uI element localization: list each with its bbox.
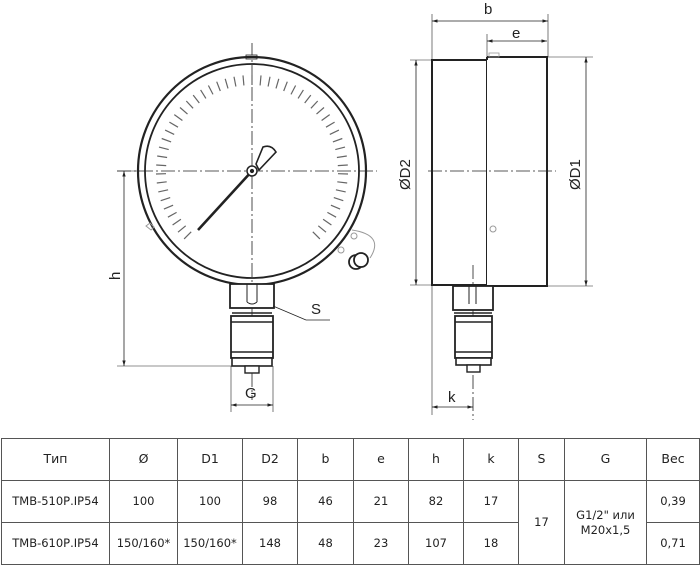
dim-label-h: h (107, 272, 124, 280)
scale-ticks (155, 75, 349, 240)
g-line-2: M20x1,5 (580, 522, 631, 537)
cell-g-merged: G1/2" или M20x1,5 (564, 480, 647, 565)
dim-label-d2: ØD2 (397, 159, 414, 190)
cell-h: 107 (408, 522, 464, 565)
dim-label-k: k (448, 389, 456, 406)
table-row: ТМВ-610Р.IP54 150/160* 150/160* 148 48 2… (1, 522, 700, 565)
cell-b: 48 (297, 522, 354, 565)
header-weight: Вес (646, 438, 700, 481)
cell-d1: 150/160* (177, 522, 243, 565)
cell-weight: 0,39 (646, 480, 700, 523)
dim-label-b: b (484, 1, 492, 18)
gauge-inner-ring (144, 63, 360, 279)
g-line-1: G1/2" или (576, 507, 635, 522)
dim-label-e: e (512, 25, 520, 42)
cell-d2: 98 (242, 480, 298, 523)
header-d2: D2 (242, 438, 298, 481)
header-d1: D1 (177, 438, 243, 481)
cell-e: 23 (353, 522, 409, 565)
header-s: S (518, 438, 565, 481)
needle (197, 170, 253, 231)
cell-type: ТМВ-510Р.IP54 (1, 480, 110, 523)
cell-dia: 150/160* (109, 522, 178, 565)
table-row: ТМВ-510Р.IP54 100 100 98 46 21 82 17 17 … (1, 480, 700, 565)
front-view (117, 43, 377, 412)
cell-s-merged: 17 (518, 480, 565, 565)
cell-k: 18 (463, 522, 519, 565)
dim-label-g: G (245, 385, 257, 402)
cell-b: 46 (297, 480, 354, 523)
cell-d1: 100 (177, 480, 243, 523)
cell-weight: 0,71 (646, 522, 700, 565)
table-header-row: Тип Ø D1 D2 b e h k S G Вес (1, 438, 700, 481)
cell-type: ТМВ-610Р.IP54 (1, 522, 110, 565)
dim-label-d1: ØD1 (567, 159, 584, 190)
cell-h: 82 (408, 480, 464, 523)
header-g: G (564, 438, 647, 481)
header-e: e (353, 438, 409, 481)
header-type: Тип (1, 438, 110, 481)
needle-tail (255, 145, 278, 172)
cell-k: 17 (463, 480, 519, 523)
dim-label-s: S (311, 301, 321, 318)
spec-table: Тип Ø D1 D2 b e h k S G Вес ТМВ-510Р.IP5… (1, 438, 700, 565)
header-h: h (408, 438, 464, 481)
side-view (410, 14, 593, 420)
technical-drawing: h S G (107, 1, 593, 420)
header-k: k (463, 438, 519, 481)
header-dia: Ø (109, 438, 178, 481)
cell-d2: 148 (242, 522, 298, 565)
cell-e: 21 (353, 480, 409, 523)
cell-dia: 100 (109, 480, 178, 523)
header-b: b (297, 438, 354, 481)
